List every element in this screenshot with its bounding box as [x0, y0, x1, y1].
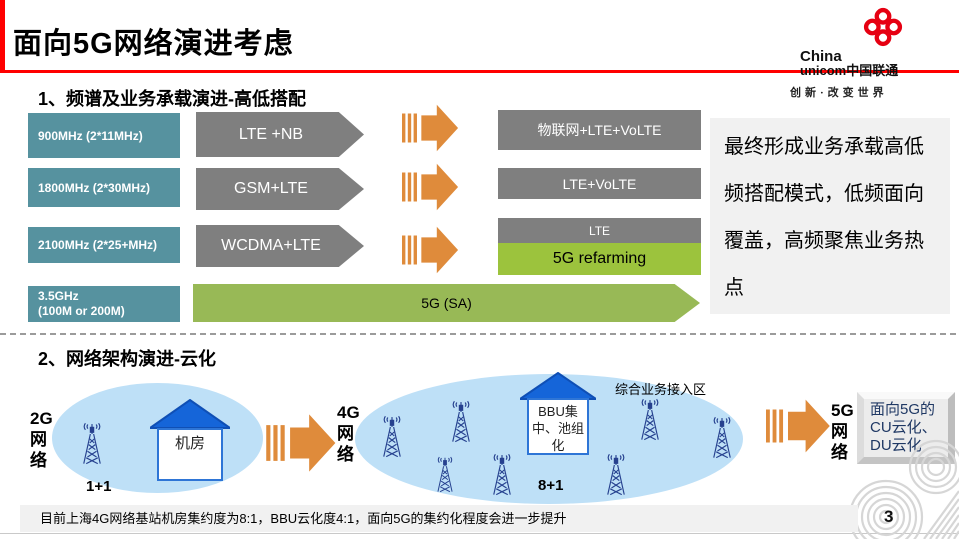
section1-heading: 1、频谱及业务承载演进-高低搭配	[38, 89, 307, 109]
stage-label-line: 网	[30, 430, 47, 449]
stage-label-4g: 4G 网 络	[337, 402, 360, 465]
header-divider	[0, 70, 959, 73]
antenna-tower-icon	[607, 453, 625, 496]
evolution-arrow-icon	[266, 414, 336, 472]
logo-text-line1: China	[800, 48, 842, 65]
evolution-arrow-icon	[402, 226, 459, 274]
stage-label-5g: 5G 网 络	[831, 400, 854, 463]
bbu-box: BBU集中、池组化	[527, 398, 589, 455]
footer-note: 目前上海4G网络基站机房集约度为8:1，BBU云化度4:1，面向5G的集约化程度…	[20, 505, 858, 532]
evolution-arrow-icon	[766, 399, 830, 453]
band-label: 2100MHz (2*25+MHz)	[38, 238, 158, 252]
current-arrow-gsm-lte: GSM+LTE	[196, 168, 364, 210]
antenna-tower-icon	[452, 400, 470, 443]
band-1800mhz: 1800MHz (2*30MHz)	[28, 168, 180, 207]
stage-label-2g: 2G 网 络	[30, 408, 53, 471]
stage-label-line: 络	[337, 445, 354, 464]
antenna-tower-icon	[713, 416, 731, 459]
page-number: 3	[884, 507, 894, 526]
current-label: WCDMA+LTE	[221, 237, 321, 254]
bbu-roof-icon	[520, 372, 596, 400]
antenna-tower-icon	[83, 422, 101, 465]
target-box-lte-volte: LTE+VoLTE	[498, 168, 701, 199]
stage-label-line: 4G	[337, 403, 360, 422]
antenna-tower-icon	[493, 453, 511, 496]
cloudification-box: 面向5G的 CU云化、 DU云化	[857, 392, 955, 464]
cloudification-line: DU云化	[870, 437, 922, 454]
target-label: 物联网+LTE+VoLTE	[537, 122, 662, 138]
page-title: 面向5G网络演进考虑	[13, 28, 294, 60]
evolution-arrow-icon	[402, 163, 459, 211]
target-label: LTE	[588, 223, 611, 238]
logo-tagline: 创新·改变世界	[790, 87, 888, 99]
sa-arrow: 5G (SA)	[193, 284, 700, 322]
logo-text-line2: unicom中国联通	[800, 63, 899, 78]
bottom-rule	[0, 533, 959, 534]
target-box-iot: 物联网+LTE+VoLTE	[498, 110, 701, 150]
stage-label-line: 2G	[30, 409, 53, 428]
stage-label-line: 5G	[831, 401, 854, 420]
cloudification-line: CU云化、	[870, 419, 937, 436]
left-accent-bar	[0, 0, 5, 71]
section2-heading: 2、网络架构演进-云化	[38, 349, 217, 369]
band-900mhz: 900MHz (2*11MHz)	[28, 113, 180, 158]
stage-label-line: 网	[337, 424, 354, 443]
antenna-tower-icon	[437, 456, 453, 493]
current-label: GSM+LTE	[234, 180, 308, 197]
target-label: LTE+VoLTE	[562, 175, 637, 192]
current-label: LTE +NB	[238, 125, 304, 143]
section-divider	[0, 333, 959, 335]
china-unicom-logo: China unicom中国联通 创新·改变世界	[786, 4, 951, 100]
stage-label-line: 络	[30, 451, 47, 470]
antenna-tower-icon	[641, 398, 659, 441]
zone-label: 综合业务接入区	[615, 382, 707, 397]
antenna-tower-icon	[383, 415, 401, 458]
cloudification-line: 面向5G的	[870, 401, 936, 418]
room-label: 机房	[174, 435, 205, 452]
band-label: 1800MHz (2*30MHz)	[38, 180, 151, 195]
unicom-knot-icon	[863, 7, 903, 47]
current-arrow-wcdma-lte: WCDMA+LTE	[196, 225, 364, 267]
band-3-5ghz: 3.5GHz (100M or 200M)	[28, 286, 180, 322]
stage-label-line: 网	[831, 422, 848, 441]
stage-label-line: 络	[831, 443, 848, 462]
band-label-line2: (100M or 200M)	[38, 304, 125, 318]
room-2g: 机房	[157, 428, 223, 481]
evolution-arrow-icon	[402, 104, 459, 152]
sa-arrow-label: 5G (SA)	[421, 295, 472, 311]
section1-note: 最终形成业务承载高低频搭配模式，低频面向覆盖，高频聚焦业务热点	[710, 118, 950, 314]
band-2100mhz: 2100MHz (2*25+MHz)	[28, 227, 180, 263]
ratio-2g: 1+1	[86, 478, 112, 495]
band-label: 900MHz (2*11MHz)	[38, 128, 143, 143]
current-arrow-lte-nb: LTE +NB	[196, 112, 364, 157]
refarming-label: 5G refarming	[552, 250, 647, 267]
bbu-label: BBU集中、池组化	[531, 404, 584, 453]
room-roof-icon	[150, 399, 230, 429]
ratio-4g: 8+1	[538, 477, 564, 494]
target-box-lte: LTE	[498, 218, 701, 243]
refarming-box: 5G refarming	[498, 243, 701, 275]
band-label: 3.5GHz	[38, 289, 79, 303]
